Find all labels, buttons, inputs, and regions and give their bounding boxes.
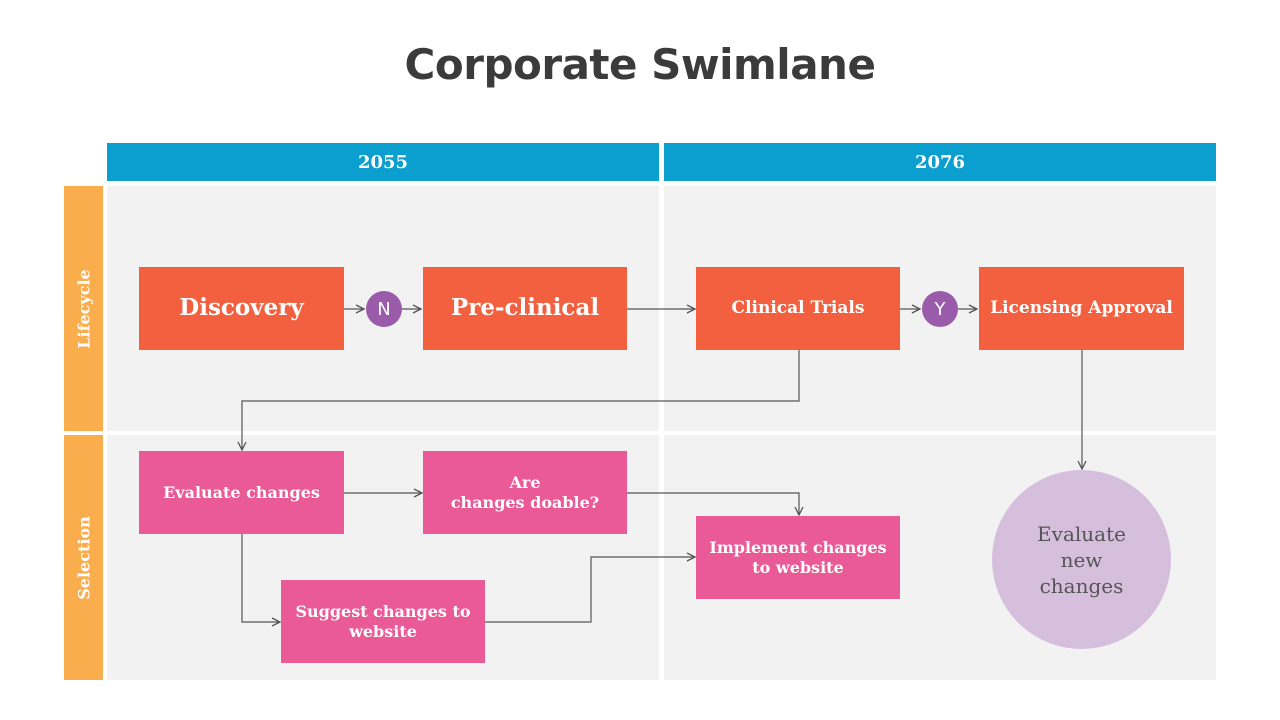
node-evaluate-new-line1: Evaluate bbox=[1037, 521, 1126, 546]
node-evaluate-new-changes[interactable]: Evaluate new changes bbox=[992, 470, 1171, 649]
node-changes-doable-line2: changes doable? bbox=[450, 492, 600, 512]
node-licensing-approval[interactable]: Licensing Approval bbox=[979, 267, 1184, 350]
node-changes-doable[interactable]: Are changes doable? bbox=[423, 451, 627, 534]
node-implement-changes-line1: Implement changes bbox=[709, 537, 887, 557]
node-decision-n[interactable]: N bbox=[366, 291, 402, 327]
column-header-2055: 2055 bbox=[107, 143, 659, 181]
node-evaluate-changes[interactable]: Evaluate changes bbox=[139, 451, 344, 534]
arrow-doable-to-implement bbox=[627, 492, 799, 515]
arrow-suggest-to-implement bbox=[485, 557, 695, 623]
node-evaluate-new-line3: changes bbox=[1039, 573, 1124, 598]
node-discovery[interactable]: Discovery bbox=[139, 267, 344, 350]
column-header-2076: 2076 bbox=[664, 143, 1216, 181]
node-clinical-trials[interactable]: Clinical Trials bbox=[696, 267, 900, 350]
page-title: Corporate Swimlane bbox=[404, 40, 876, 89]
lane-label-selection: Selection bbox=[64, 435, 103, 680]
node-preclinical[interactable]: Pre-clinical bbox=[423, 267, 627, 350]
node-changes-doable-line1: Are bbox=[509, 472, 541, 492]
arrow-clinical-to-evaluate bbox=[242, 350, 800, 450]
node-suggest-changes-line2: website bbox=[349, 621, 417, 641]
node-evaluate-new-line2: new bbox=[1060, 547, 1103, 572]
node-suggest-changes[interactable]: Suggest changes to website bbox=[281, 580, 485, 663]
node-implement-changes-line2: to website bbox=[752, 557, 844, 577]
node-suggest-changes-line1: Suggest changes to bbox=[295, 601, 471, 621]
node-implement-changes[interactable]: Implement changes to website bbox=[696, 516, 900, 599]
node-decision-y[interactable]: Y bbox=[922, 291, 958, 327]
lane-label-lifecycle: Lifecycle bbox=[64, 186, 103, 431]
arrow-evaluate-to-suggest bbox=[241, 534, 280, 622]
